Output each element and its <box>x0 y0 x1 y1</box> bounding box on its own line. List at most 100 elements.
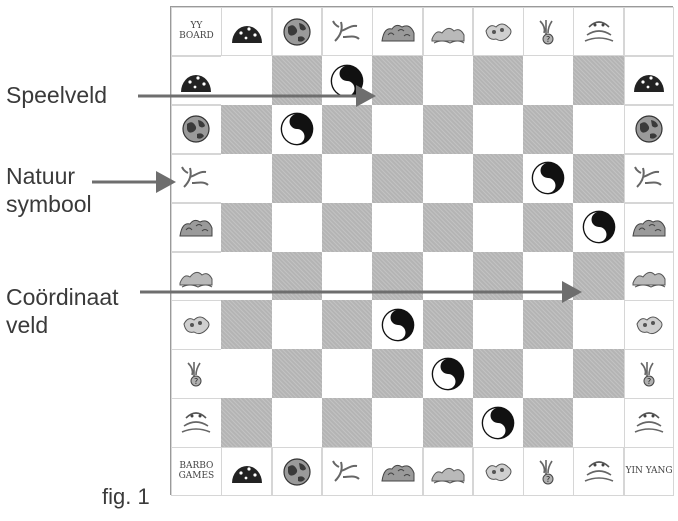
board-square-light[interactable] <box>423 154 474 203</box>
rock-icon <box>380 17 416 47</box>
coordinate-field <box>624 398 675 447</box>
board-square-light[interactable] <box>473 300 524 349</box>
rock-icon <box>380 457 416 487</box>
board-square-light[interactable] <box>272 300 323 349</box>
board-square-light[interactable] <box>523 56 574 105</box>
coordinate-field <box>322 7 373 56</box>
sprout-icon: ? <box>631 359 667 389</box>
board-square-dark[interactable] <box>322 300 373 349</box>
board-square-dark[interactable] <box>523 105 574 154</box>
yin-yang-piece[interactable] <box>330 64 364 98</box>
board-square-dark[interactable] <box>272 56 323 105</box>
board-square-dark[interactable] <box>423 105 474 154</box>
yin-yang-piece[interactable] <box>280 112 314 146</box>
board-square-dark[interactable] <box>573 154 624 203</box>
board-square-light[interactable] <box>221 56 272 105</box>
board-square-light[interactable] <box>573 203 624 252</box>
board-square-light[interactable] <box>272 105 323 154</box>
coordinate-field <box>221 447 272 496</box>
board-square-light[interactable] <box>523 154 574 203</box>
coordinate-field <box>423 447 474 496</box>
board-square-light[interactable] <box>423 56 474 105</box>
board-square-light[interactable] <box>322 56 373 105</box>
board-square-dark[interactable] <box>423 398 474 447</box>
board-square-light[interactable] <box>473 203 524 252</box>
board-square-dark[interactable] <box>473 252 524 301</box>
yin-yang-piece[interactable] <box>582 210 616 244</box>
coordinate-field <box>171 300 222 349</box>
board-square-dark[interactable] <box>573 56 624 105</box>
rock-icon <box>631 212 667 242</box>
board-square-light[interactable] <box>372 398 423 447</box>
board-square-dark[interactable] <box>372 349 423 398</box>
sprout-icon: ? <box>530 17 566 47</box>
rock-icon <box>178 212 214 242</box>
board-square-light[interactable] <box>423 252 474 301</box>
board-square-light[interactable] <box>221 252 272 301</box>
coordinate-field <box>171 203 222 252</box>
board-square-dark[interactable] <box>423 203 474 252</box>
corner-top-right <box>624 7 675 56</box>
board-square-dark[interactable] <box>221 105 272 154</box>
board-square-light[interactable] <box>372 300 423 349</box>
corner-label: BARBO GAMES <box>172 448 221 495</box>
board-square-light[interactable] <box>322 252 373 301</box>
yin-yang-piece[interactable] <box>431 357 465 391</box>
board-square-light[interactable] <box>473 398 524 447</box>
corner-bottom-left: BARBO GAMES <box>171 447 222 496</box>
svg-text:?: ? <box>194 377 198 386</box>
board-square-light[interactable] <box>372 203 423 252</box>
board-square-light[interactable] <box>573 300 624 349</box>
corner-bottom-right: YIN YANG <box>624 447 675 496</box>
board-square-dark[interactable] <box>473 56 524 105</box>
board-square-dark[interactable] <box>221 300 272 349</box>
board-square-light[interactable] <box>523 252 574 301</box>
wave-icon <box>430 17 466 47</box>
coordinate-field <box>372 7 423 56</box>
board-square-dark[interactable] <box>322 203 373 252</box>
board-square-dark[interactable] <box>221 398 272 447</box>
coordinate-field: ? <box>523 447 574 496</box>
board-square-dark[interactable] <box>322 105 373 154</box>
board-square-light[interactable] <box>523 349 574 398</box>
board-square-light[interactable] <box>423 349 474 398</box>
board-square-light[interactable] <box>221 154 272 203</box>
coordinate-field <box>171 105 222 154</box>
sprout-icon: ? <box>530 457 566 487</box>
board-square-dark[interactable] <box>523 203 574 252</box>
board-square-dark[interactable] <box>322 398 373 447</box>
yin-yang-piece[interactable] <box>481 406 515 440</box>
tree-icon <box>581 457 617 487</box>
board-square-dark[interactable] <box>372 56 423 105</box>
game-board: YY BOARD???BARBO GAMES?YIN YANG <box>170 6 673 495</box>
board-square-light[interactable] <box>372 105 423 154</box>
board-square-light[interactable] <box>573 398 624 447</box>
board-square-light[interactable] <box>573 105 624 154</box>
board-square-light[interactable] <box>221 349 272 398</box>
board-square-dark[interactable] <box>372 154 423 203</box>
board-square-dark[interactable] <box>523 300 574 349</box>
board-square-dark[interactable] <box>272 154 323 203</box>
label-coordinaat-line2: veld <box>6 312 119 340</box>
board-square-dark[interactable] <box>221 203 272 252</box>
tree-icon <box>178 408 214 438</box>
coordinate-field <box>423 7 474 56</box>
board-square-dark[interactable] <box>473 349 524 398</box>
yin-yang-piece[interactable] <box>531 161 565 195</box>
board-square-dark[interactable] <box>423 300 474 349</box>
board-square-dark[interactable] <box>573 252 624 301</box>
board-square-light[interactable] <box>272 203 323 252</box>
board-square-dark[interactable] <box>272 252 323 301</box>
board-square-dark[interactable] <box>573 349 624 398</box>
board-square-dark[interactable] <box>523 398 574 447</box>
board-square-light[interactable] <box>322 154 373 203</box>
board-square-dark[interactable] <box>372 252 423 301</box>
board-square-dark[interactable] <box>272 349 323 398</box>
board-square-dark[interactable] <box>473 154 524 203</box>
earth-icon <box>631 114 667 144</box>
board-square-light[interactable] <box>272 398 323 447</box>
coordinate-field <box>171 56 222 105</box>
yin-yang-piece[interactable] <box>381 308 415 342</box>
board-square-light[interactable] <box>473 105 524 154</box>
board-square-light[interactable] <box>322 349 373 398</box>
